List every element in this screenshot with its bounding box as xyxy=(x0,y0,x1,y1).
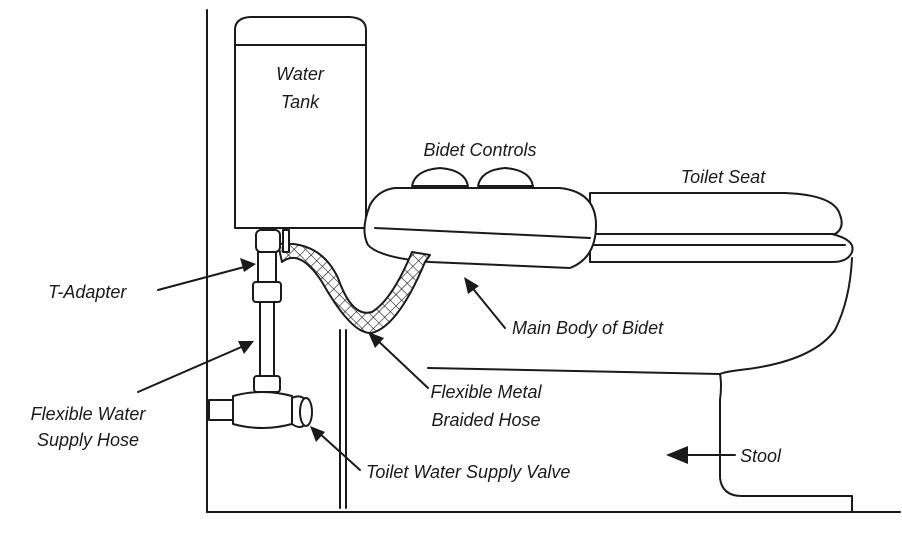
toilet-seat xyxy=(589,192,854,263)
label-braided-hose-line2: Braided Hose xyxy=(431,410,540,430)
label-water-tank-line1: Water xyxy=(276,64,325,84)
label-bidet-controls: Bidet Controls xyxy=(423,140,536,160)
label-flexible-water-line1: Flexible Water xyxy=(31,404,147,424)
wall-and-floor xyxy=(206,9,901,513)
bidet-controls xyxy=(411,167,534,187)
braided-hose xyxy=(277,242,431,334)
label-t-adapter: T-Adapter xyxy=(48,282,127,302)
label-water-tank-line2: Tank xyxy=(281,92,320,112)
supply-assembly xyxy=(208,229,313,429)
label-toilet-seat: Toilet Seat xyxy=(681,167,766,187)
label-braided-hose-line1: Flexible Metal xyxy=(430,382,542,402)
supply-pipe xyxy=(339,329,347,509)
bidet-main-body xyxy=(363,187,597,269)
label-supply-valve: Toilet Water Supply Valve xyxy=(366,462,570,482)
leader-lines xyxy=(137,258,736,471)
label-stool: Stool xyxy=(740,446,782,466)
toilet-stool xyxy=(427,257,853,513)
label-flexible-water-line2: Supply Hose xyxy=(37,430,139,450)
label-main-body: Main Body of Bidet xyxy=(512,318,664,338)
water-tank xyxy=(234,16,367,229)
